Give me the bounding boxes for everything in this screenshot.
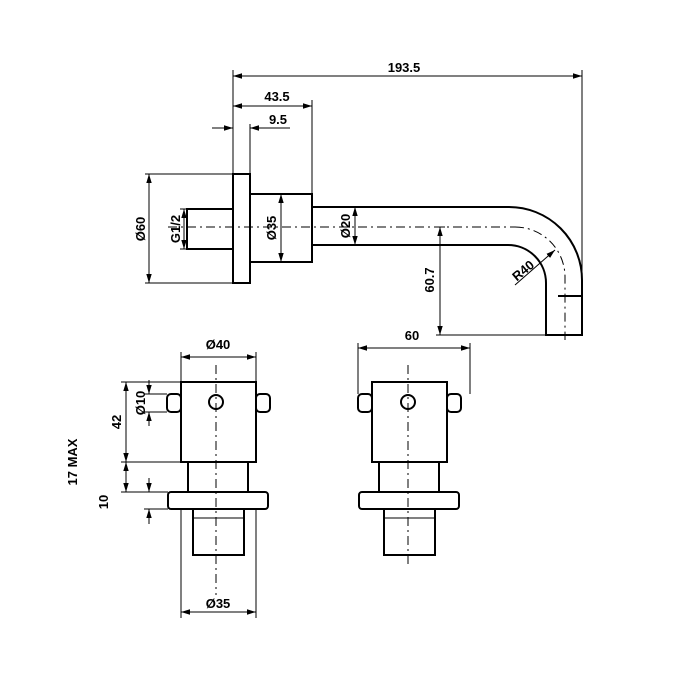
label-flange-thickness: 10 <box>96 495 111 509</box>
right-lever-right <box>446 393 462 413</box>
label-plate-thickness: 9.5 <box>269 112 287 127</box>
label-body-diameter: Ø35 <box>264 216 279 241</box>
left-handle-head <box>180 381 257 463</box>
spout-tube-inner <box>312 244 547 296</box>
label-lever-span: 60 <box>405 328 419 343</box>
right-handle-neck <box>378 461 440 493</box>
right-handle-flange <box>358 491 460 510</box>
left-handle-valve <box>192 508 245 556</box>
right-handle-valve <box>383 508 436 556</box>
right-handle-view: 60 <box>357 328 471 565</box>
label-handle-diameter: Ø40 <box>206 337 231 352</box>
right-handle-head <box>371 381 448 463</box>
left-handle-neck <box>187 461 249 493</box>
label-sleeve-diameter: Ø35 <box>206 596 231 611</box>
thread-stub <box>186 208 233 250</box>
left-handle-flange <box>167 491 269 510</box>
wall-plate <box>232 173 251 284</box>
label-plate-to-spout: 43.5 <box>264 89 289 104</box>
label-overall-length: 193.5 <box>388 60 421 75</box>
left-lever-left <box>166 393 182 413</box>
label-adjust-range: 17 MAX <box>65 438 80 485</box>
dim-bend-radius <box>514 249 556 286</box>
spout-bend-centerline <box>514 226 566 340</box>
label-handle-height: 42 <box>109 415 124 429</box>
label-spout-drop: 60.7 <box>422 267 437 292</box>
spout-side-view: 193.5 43.5 9.5 Ø60 G1/2 Ø35 Ø20 60.7 R40 <box>133 60 583 340</box>
label-plate-diameter: Ø60 <box>133 217 148 242</box>
label-bend-radius: R40 <box>509 257 537 284</box>
spout-outlet <box>545 295 583 336</box>
label-spout-diameter: Ø20 <box>338 214 353 239</box>
label-lever-diameter: Ø10 <box>133 391 148 416</box>
spout-tube <box>312 206 583 296</box>
label-thread: G1/2 <box>168 215 183 243</box>
right-lever-left <box>357 393 373 413</box>
left-lever-right <box>255 393 271 413</box>
left-handle-view: Ø40 42 Ø10 17 MAX 10 Ø35 <box>65 337 271 618</box>
